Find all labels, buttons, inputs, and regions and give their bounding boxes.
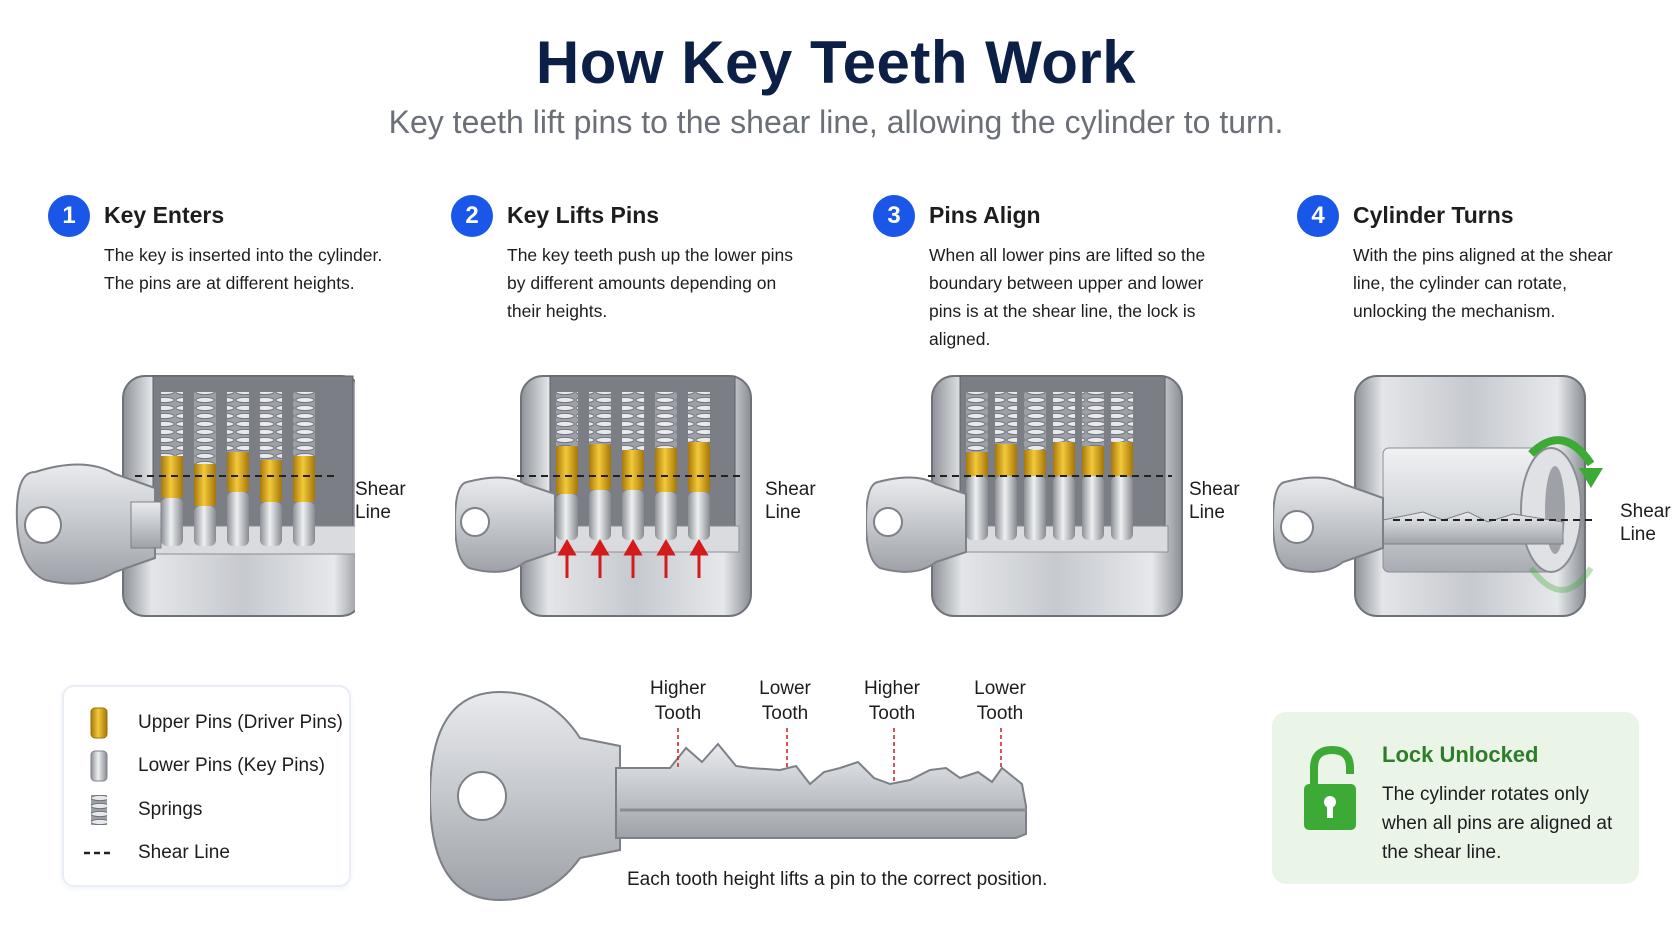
page-subtitle: Key teeth lift pins to the shear line, a… bbox=[388, 104, 1284, 140]
pin-stack bbox=[260, 392, 282, 546]
lock-diagram-cylinder-turns bbox=[1271, 372, 1613, 627]
pin-stack bbox=[194, 392, 216, 546]
unlock-description: The cylinder rotates only when all pins … bbox=[1382, 784, 1613, 863]
lower-pin-icon bbox=[84, 750, 114, 782]
lock-unlocked-callout: Lock Unlocked The cylinder rotates only … bbox=[1272, 712, 1639, 884]
unlocked-padlock-icon bbox=[1300, 745, 1360, 841]
key-detail-caption: Each tooth height lifts a pin to the cor… bbox=[627, 869, 1048, 890]
step-title: Key Lifts Pins bbox=[507, 202, 660, 228]
pin-stack bbox=[688, 392, 710, 540]
upper-pin-icon bbox=[84, 707, 114, 739]
legend-item-shear-line: Shear Line bbox=[84, 837, 230, 869]
step-title: Key Enters bbox=[104, 202, 225, 228]
key-head bbox=[15, 463, 162, 585]
pin-stack bbox=[227, 392, 249, 546]
step-number-badge: 3 bbox=[873, 195, 915, 237]
step-description: The key is inserted into the cylinder. T… bbox=[104, 245, 383, 293]
pin-stack bbox=[1024, 392, 1046, 540]
pin-stack bbox=[1082, 392, 1104, 540]
key-detail-diagram bbox=[428, 686, 1070, 911]
step-description: With the pins aligned at the shear line,… bbox=[1353, 245, 1613, 321]
key-head bbox=[1271, 476, 1384, 573]
lock-diagram-pins-align bbox=[864, 372, 1186, 627]
spring-icon bbox=[84, 794, 114, 826]
pin-stack bbox=[1053, 392, 1075, 540]
legend-item-upper-pins: Upper Pins (Driver Pins) bbox=[84, 707, 343, 739]
step-number-badge: 1 bbox=[48, 195, 90, 237]
key-head bbox=[864, 476, 967, 573]
step-description: The key teeth push up the lower pins by … bbox=[507, 245, 794, 321]
dashed-line-icon bbox=[84, 837, 114, 869]
step-description: When all lower pins are lifted so the bo… bbox=[929, 245, 1206, 349]
pin-stack bbox=[1111, 392, 1133, 540]
lock-diagram-key-enters bbox=[15, 372, 364, 627]
up-arrows bbox=[557, 539, 709, 578]
pin-stack bbox=[622, 392, 644, 540]
unlock-title: Lock Unlocked bbox=[1382, 742, 1539, 767]
step-title: Cylinder Turns bbox=[1353, 202, 1514, 228]
step-number-badge: 2 bbox=[451, 195, 493, 237]
key-head bbox=[453, 476, 556, 573]
legend: Upper Pins (Driver Pins) Lower Pins (Key… bbox=[62, 685, 351, 887]
rotation-arrow-icon bbox=[1528, 436, 1603, 593]
page-title: How Key Teeth Work bbox=[535, 29, 1137, 96]
pin-stack bbox=[161, 392, 183, 546]
legend-item-springs: Springs bbox=[84, 794, 202, 826]
step-number-badge: 4 bbox=[1297, 195, 1339, 237]
pin-stack bbox=[655, 392, 677, 540]
pin-stack bbox=[995, 392, 1017, 540]
step-title: Pins Align bbox=[929, 202, 1041, 228]
lock-diagram-key-lifts-pins bbox=[453, 372, 755, 627]
legend-item-lower-pins: Lower Pins (Key Pins) bbox=[84, 750, 325, 782]
pin-stack bbox=[589, 392, 611, 540]
pin-stack bbox=[293, 392, 315, 546]
pin-stack bbox=[556, 392, 578, 540]
pin-stack bbox=[966, 392, 988, 540]
